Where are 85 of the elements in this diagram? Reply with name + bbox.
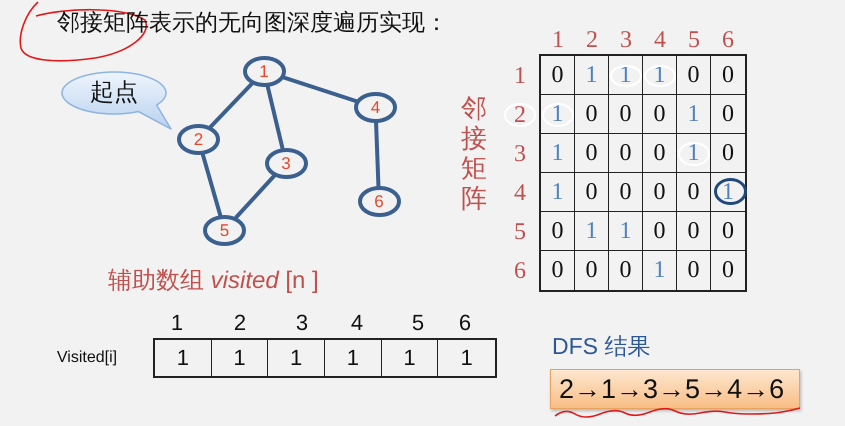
array-index: 1 xyxy=(170,312,184,334)
array-cell: 1 xyxy=(325,340,382,376)
vertex-number: 1 xyxy=(259,62,269,80)
matrix-cell: 0 xyxy=(677,173,711,212)
speech-bubble xyxy=(61,71,172,130)
array-index: 5 xyxy=(412,312,424,334)
graph-vertex xyxy=(358,186,400,216)
graph-vertex xyxy=(177,124,220,155)
result-heading: DFS 结果 xyxy=(552,334,650,360)
matrix-cell: 0 xyxy=(643,134,677,173)
column-index: 3 xyxy=(620,28,632,52)
column-index: 6 xyxy=(722,28,734,52)
matrix-cell: 0 xyxy=(575,134,609,173)
matrix-cell: 0 xyxy=(711,95,745,134)
matrix-cell: 1 xyxy=(575,212,609,251)
array-cell: 1 xyxy=(382,340,438,376)
graph-vertex xyxy=(242,56,286,86)
matrix-cell-text: 0 xyxy=(721,256,735,285)
vertex-number: 6 xyxy=(374,192,384,210)
matrix-cell: 0 xyxy=(609,173,643,212)
array-index: 6 xyxy=(458,312,472,334)
matrix-cell: 0 xyxy=(541,56,575,95)
matrix-cell: 1 xyxy=(677,134,711,173)
graph-edge xyxy=(234,174,276,220)
row-index: 5 xyxy=(514,220,526,244)
matrix-cell: 1 xyxy=(609,212,643,251)
vertex-number: 5 xyxy=(220,222,230,238)
array-cell: 1 xyxy=(212,340,268,376)
graph-edge xyxy=(208,82,254,129)
graph-edge xyxy=(200,153,222,216)
row-index: 2 xyxy=(514,102,526,126)
array-cell: 1 xyxy=(268,340,325,376)
row-index: 4 xyxy=(514,180,526,204)
matrix-cell: 1 xyxy=(609,56,643,95)
column-index: 2 xyxy=(586,28,598,52)
row-index: 1 xyxy=(514,64,526,88)
graph-vertex xyxy=(264,148,308,178)
graph-vertex xyxy=(354,92,397,123)
matrix-cell: 1 xyxy=(541,134,575,173)
graph-edge xyxy=(374,122,380,187)
matrix-cell: 0 xyxy=(575,95,609,134)
matrix-cell: 1 xyxy=(575,56,609,95)
matrix-cell: 0 xyxy=(677,212,711,251)
matrix-cell: 0 xyxy=(711,134,745,173)
matrix-cell: 0 xyxy=(677,56,711,95)
vertex-number: 3 xyxy=(281,154,291,172)
graph-vertex xyxy=(203,214,246,246)
matrix-cell: 1 xyxy=(711,173,745,212)
vertex-number: 2 xyxy=(194,131,204,148)
array-cell-text: 1 xyxy=(460,344,474,372)
array-index: 3 xyxy=(296,312,308,334)
column-index: 1 xyxy=(552,28,564,52)
matrix-cell: 0 xyxy=(677,251,711,290)
row-index: 3 xyxy=(514,142,526,166)
matrix-cell: 0 xyxy=(711,56,745,95)
row-index: 6 xyxy=(514,258,526,282)
matrix-cell: 1 xyxy=(541,95,575,134)
matrix-cell: 1 xyxy=(643,56,677,95)
matrix-cell: 1 xyxy=(541,173,575,212)
matrix-cell: 1 xyxy=(677,95,711,134)
matrix-cell: 0 xyxy=(643,212,677,251)
callout-text: 起点 xyxy=(90,81,138,105)
matrix-cell: 0 xyxy=(541,251,575,290)
graph-edge xyxy=(265,84,285,150)
matrix-cell: 0 xyxy=(711,212,745,251)
matrix-cell: 0 xyxy=(575,173,609,212)
array-name: Visited[i] xyxy=(56,350,118,366)
matrix-cell: 0 xyxy=(609,95,643,134)
vertex-number: 4 xyxy=(370,99,380,116)
matrix-cell: 0 xyxy=(575,251,609,290)
result-box: 2→1→3→5→4→6 xyxy=(550,369,800,409)
array-cell: 1 xyxy=(155,340,212,376)
matrix-cell: 0 xyxy=(609,251,643,290)
array-heading: 辅助数组 visited [n ] xyxy=(108,268,319,294)
array-index: 4 xyxy=(350,312,364,334)
column-index: 5 xyxy=(688,28,700,52)
matrix-cell: 0 xyxy=(643,173,677,212)
column-index: 4 xyxy=(654,28,666,52)
matrix-cell: 0 xyxy=(541,212,575,251)
matrix-heading: 邻接矩阵 xyxy=(461,93,487,213)
matrix-cell: 1 xyxy=(643,251,677,290)
matrix-cell: 0 xyxy=(609,134,643,173)
array-index: 2 xyxy=(234,312,246,334)
matrix-cell: 0 xyxy=(643,95,677,134)
graph-edge xyxy=(282,75,358,104)
